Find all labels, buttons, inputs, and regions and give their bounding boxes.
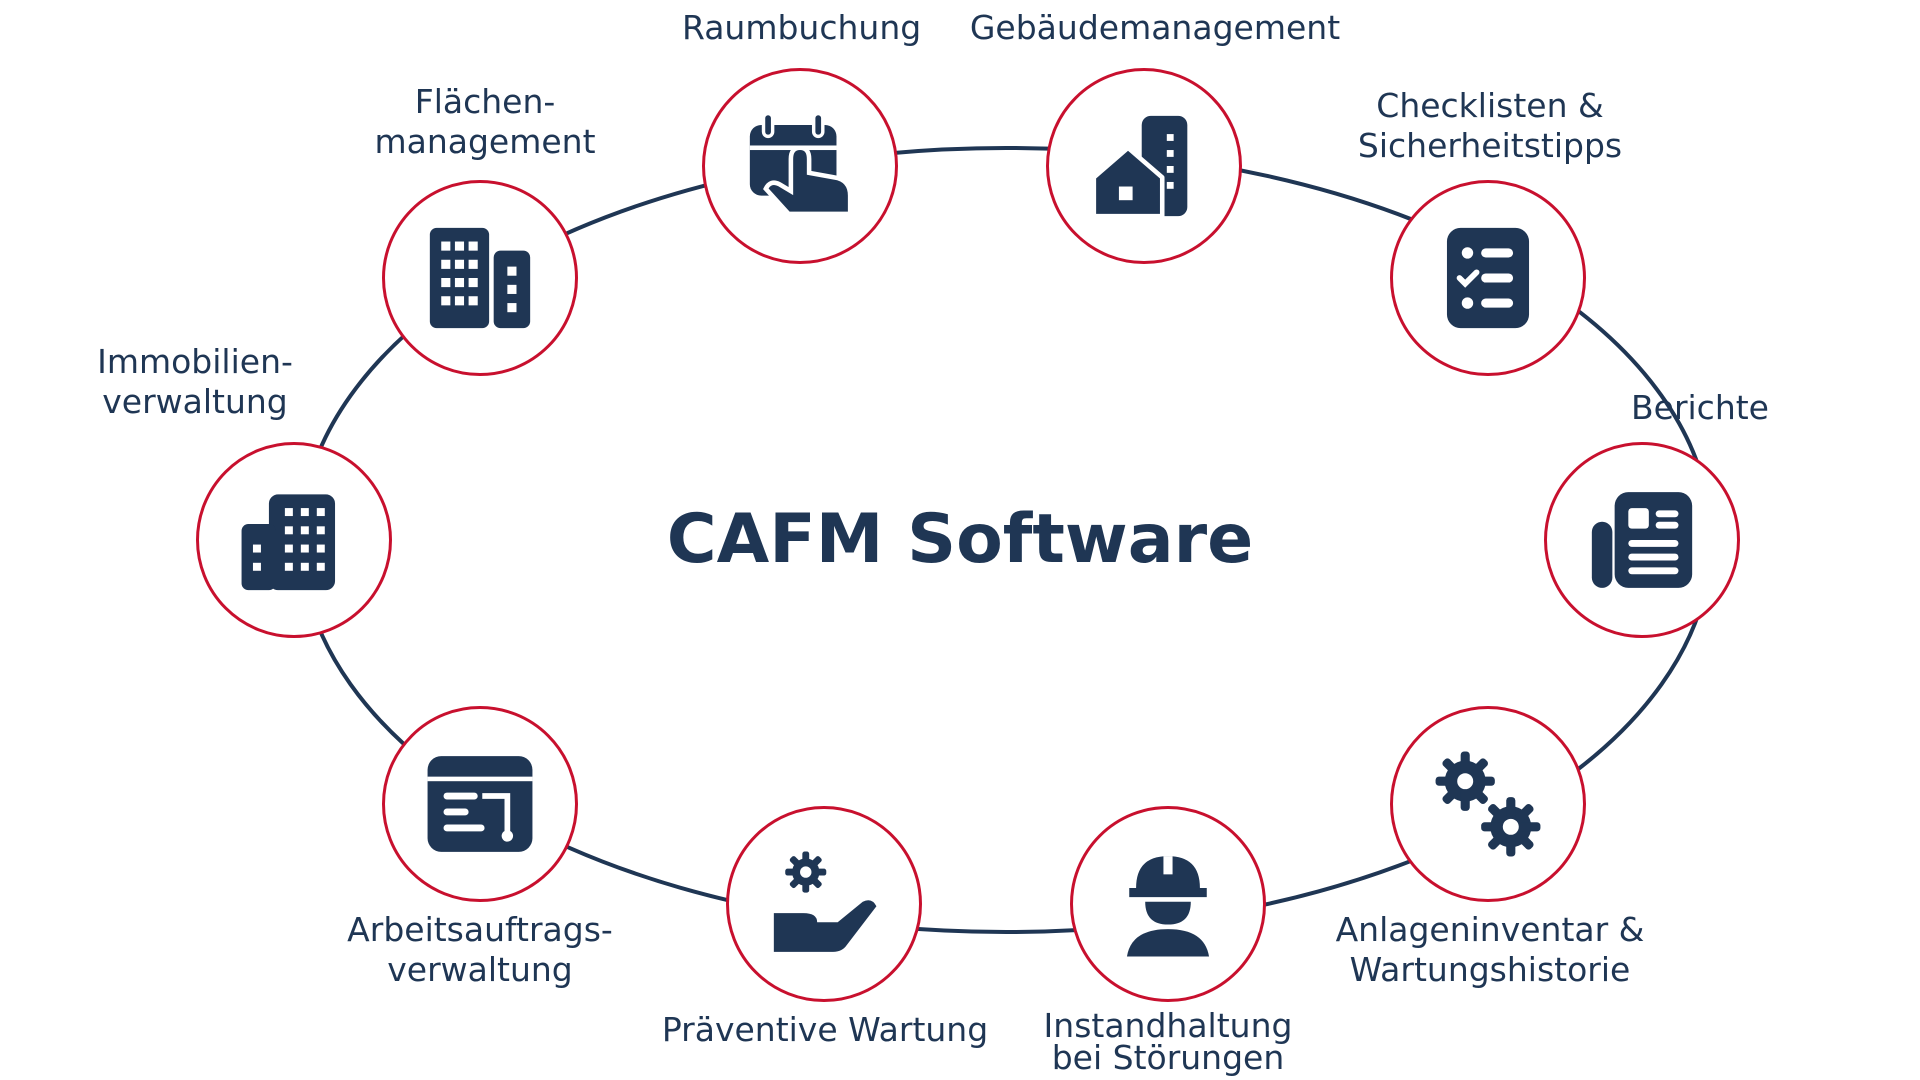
label-line: Arbeitsauftrags-: [347, 910, 613, 949]
label-arbeitsauftrag: Arbeitsauftrags- verwaltung: [320, 910, 640, 990]
label-gebaeudemanagement: Gebäudemanagement: [960, 8, 1350, 48]
label-line: Checklisten &: [1376, 86, 1604, 125]
label-line: management: [374, 122, 596, 161]
label-line: Flächen-: [414, 82, 556, 121]
label-line: Wartungshistorie: [1349, 950, 1631, 989]
node-instandhaltung: [1070, 806, 1266, 1002]
checklist-icon: [1446, 227, 1530, 329]
label-line: Präventive Wartung: [661, 1010, 989, 1049]
label-immobilien: Immobilien- verwaltung: [60, 342, 330, 422]
node-praeventive: [726, 806, 922, 1002]
hand-gear-icon: [773, 851, 877, 952]
label-line: Raumbuchung: [682, 8, 922, 47]
office-building-icon: [241, 494, 336, 591]
label-line: Immobilien-: [97, 342, 293, 381]
label-anlageninventar: Anlageninventar & Wartungshistorie: [1320, 910, 1660, 990]
label-line: Sicherheitstipps: [1357, 126, 1623, 165]
label-line: bei Störungen: [1051, 1038, 1285, 1077]
label-line: verwaltung: [387, 950, 573, 989]
node-berichte: [1544, 442, 1740, 638]
label-line: verwaltung: [102, 382, 288, 421]
calendar-hand-icon: [749, 111, 853, 217]
worker-helmet-icon: [1126, 856, 1210, 957]
node-arbeitsauftrag: [382, 706, 578, 902]
gears-icon: [1435, 751, 1541, 857]
report-document-icon: [1591, 492, 1693, 588]
center-title: CAFM Software: [666, 500, 1254, 579]
label-checklisten: Checklisten & Sicherheitstipps: [1340, 86, 1640, 166]
label-instandhaltung: Instandhaltung bei Störungen: [1030, 1006, 1306, 1077]
node-checklisten: [1390, 180, 1586, 376]
label-line: Instandhaltung: [1043, 1006, 1293, 1045]
node-gebaeudemanagement: [1046, 68, 1242, 264]
label-flaechen: Flächen- management: [360, 82, 610, 162]
label-berichte: Berichte: [1580, 388, 1820, 428]
buildings-icon: [429, 227, 531, 329]
label-line: Anlageninventar &: [1335, 910, 1645, 949]
label-praeventive: Präventive Wartung: [650, 1010, 1000, 1050]
label-line: Gebäudemanagement: [969, 8, 1341, 47]
label-line: Berichte: [1631, 388, 1769, 427]
house-building-icon: [1091, 115, 1188, 219]
node-immobilien: [196, 442, 392, 638]
node-flaechen: [382, 180, 578, 376]
node-anlageninventar: [1390, 706, 1586, 902]
work-order-window-icon: [427, 756, 533, 852]
label-raumbuchung: Raumbuchung: [682, 8, 922, 48]
node-raumbuchung: [702, 68, 898, 264]
